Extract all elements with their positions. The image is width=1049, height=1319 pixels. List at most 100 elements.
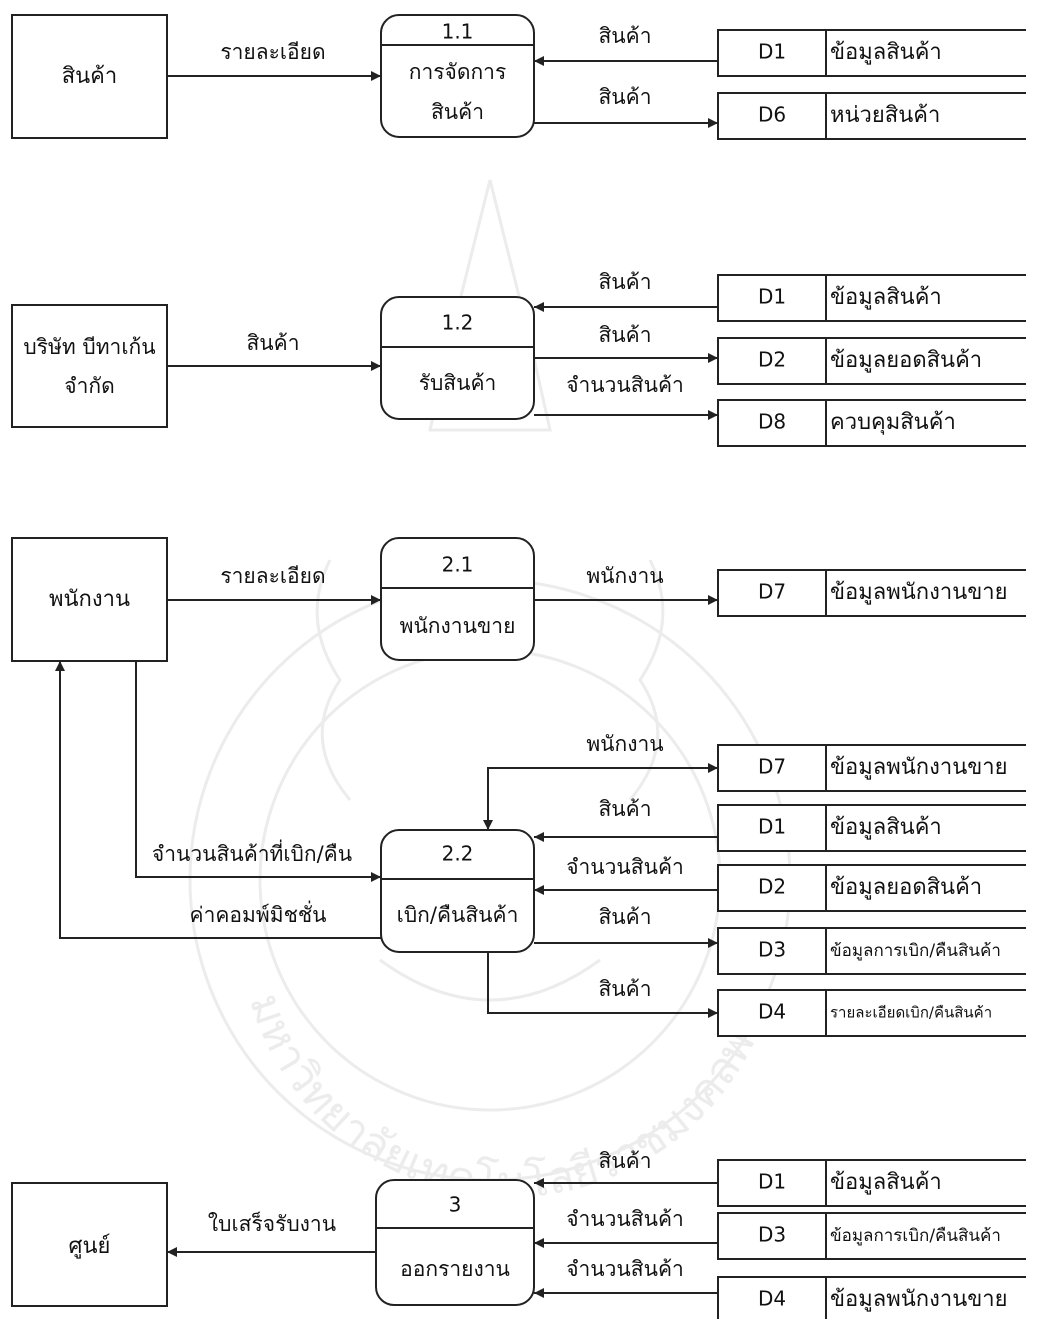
flow-label: พนักงาน xyxy=(586,732,663,756)
flow-label: สินค้า xyxy=(246,331,299,355)
data-store: D1 ข้อมูลสินค้า xyxy=(717,1159,1026,1207)
process-label: ออกรายงาน xyxy=(400,1257,510,1281)
external-entity-label: จำกัด xyxy=(64,374,114,398)
flow-lines xyxy=(55,56,718,1298)
data-store-code: D6 xyxy=(758,103,786,127)
data-store-name: ข้อมูลการเบิก/คืนสินค้า xyxy=(830,1226,1001,1246)
external-entity: ศูนย์ xyxy=(11,1182,168,1307)
data-store-code-box xyxy=(717,804,827,852)
external-entity-label: ศูนย์ xyxy=(69,1234,111,1259)
process-box xyxy=(375,1179,535,1306)
flow-label: สินค้า xyxy=(598,977,651,1001)
data-store-name: ข้อมูลพนักงานขาย xyxy=(830,755,1008,780)
flow-label: จำนวนสินค้า xyxy=(566,373,684,397)
process-box xyxy=(380,537,535,661)
flow-label: สินค้า xyxy=(598,797,651,821)
external-entity: พนักงาน xyxy=(11,537,168,662)
data-store-code: D1 xyxy=(758,1170,786,1194)
data-store-code-box xyxy=(717,989,827,1037)
data-store-code-box xyxy=(717,1212,827,1260)
external-entity-label: พนักงาน xyxy=(49,587,130,612)
data-store-code: D1 xyxy=(758,815,786,839)
data-store-code-box xyxy=(717,92,827,140)
flow-labels: รายละเอียดสินค้าสินค้าสินค้าสินค้าจำนวนส… xyxy=(152,24,684,1281)
data-store-code: D4 xyxy=(758,1287,786,1311)
data-store-code-box xyxy=(717,744,827,792)
diagram-shapes: สินค้าบริษัท บีทาเก้นจำกัดพนักงานศูนย์1.… xyxy=(11,14,1026,1319)
data-store: D2 ข้อมูลยอดสินค้า xyxy=(717,864,1026,912)
process-label: การจัดการ xyxy=(409,60,507,84)
data-store: D3 ข้อมูลการเบิก/คืนสินค้า xyxy=(717,927,1026,975)
data-store-code-box xyxy=(717,337,827,385)
flow-label: ใบเสร็จรับงาน xyxy=(208,1210,336,1236)
flow-arrow xyxy=(135,661,381,882)
external-entity-box xyxy=(11,14,168,139)
flow-label: จำนวนสินค้า xyxy=(566,1257,684,1281)
data-store-name: หน่วยสินค้า xyxy=(830,103,940,128)
data-store-code: D2 xyxy=(758,348,786,372)
data-store-name: ข้อมูลพนักงานขาย xyxy=(830,580,1008,605)
data-store: D7 ข้อมูลพนักงานขาย xyxy=(717,569,1026,617)
data-store-code: D1 xyxy=(758,285,786,309)
data-store-code: D2 xyxy=(758,875,786,899)
data-store-code: D3 xyxy=(758,938,786,962)
flow-arrow xyxy=(55,661,381,939)
process-box xyxy=(380,829,535,953)
process-number: 2.2 xyxy=(442,842,474,866)
flow-label: พนักงาน xyxy=(586,564,663,588)
data-store: D6 หน่วยสินค้า xyxy=(717,92,1026,140)
flow-label: สินค้า xyxy=(598,1149,651,1173)
flow-label: ค่าคอมพ์มิชชั่น xyxy=(190,900,327,927)
external-entity-box xyxy=(11,1182,168,1307)
data-store-code-box xyxy=(717,274,827,322)
flow-label: สินค้า xyxy=(598,85,651,109)
flow-label: รายละเอียด xyxy=(220,564,325,588)
external-entity-label: บริษัท บีทาเก้น xyxy=(23,335,155,359)
data-store-name: ควบคุมสินค้า xyxy=(830,410,956,435)
data-store-code: D8 xyxy=(758,410,786,434)
data-store-code-box xyxy=(717,29,827,77)
data-store: D8 ควบคุมสินค้า xyxy=(717,399,1026,447)
data-store-name: ข้อมูลสินค้า xyxy=(830,285,942,310)
data-store: D7 ข้อมูลพนักงานขาย xyxy=(717,744,1026,792)
flow-label: จำนวนสินค้า xyxy=(566,855,684,879)
flow-label: จำนวนสินค้า xyxy=(566,1207,684,1231)
external-entity: สินค้า xyxy=(11,14,168,139)
data-store: D4 ข้อมูลพนักงานขาย xyxy=(717,1276,1026,1319)
external-entity-label: สินค้า xyxy=(62,64,118,89)
data-store-name: รายละเอียดเบิก/คืนสินค้า xyxy=(830,1004,992,1022)
data-store-name: ข้อมูลสินค้า xyxy=(830,40,942,65)
data-store-code-box xyxy=(717,1159,827,1207)
data-store-name: ข้อมูลยอดสินค้า xyxy=(830,348,982,373)
data-store-name: ข้อมูลยอดสินค้า xyxy=(830,875,982,900)
process: 2.2 เบิก/คืนสินค้า xyxy=(380,829,535,953)
flow-label: รายละเอียด xyxy=(220,40,325,64)
process-number: 2.1 xyxy=(442,553,474,577)
external-entity-box xyxy=(11,304,168,428)
data-store-code: D4 xyxy=(758,1000,786,1024)
process-label: เบิก/คืนสินค้า xyxy=(397,903,519,927)
process-label: รับสินค้า xyxy=(419,371,497,395)
process: 1.2 รับสินค้า xyxy=(380,296,535,420)
process-number: 1.2 xyxy=(442,311,474,335)
data-store-name: ข้อมูลสินค้า xyxy=(830,1170,942,1195)
data-store: D3 ข้อมูลการเบิก/คืนสินค้า xyxy=(717,1212,1026,1260)
data-store-code: D7 xyxy=(758,755,786,779)
flow-label: สินค้า xyxy=(598,905,651,929)
process: 2.1พนักงานขาย xyxy=(380,537,535,661)
data-store-name: ข้อมูลพนักงานขาย xyxy=(830,1287,1008,1312)
data-store-code-box xyxy=(717,399,827,447)
data-store-code-box xyxy=(717,864,827,912)
data-store-code-box xyxy=(717,569,827,617)
data-store-name: ข้อมูลการเบิก/คืนสินค้า xyxy=(830,941,1001,961)
data-store-code: D1 xyxy=(758,40,786,64)
data-store-code: D3 xyxy=(758,1223,786,1247)
data-store-code: D7 xyxy=(758,580,786,604)
data-store: D1 ข้อมูลสินค้า xyxy=(717,274,1026,322)
flow-label: จำนวนสินค้าที่เบิก/คืน xyxy=(152,839,352,866)
external-entity-box xyxy=(11,537,168,662)
flow-label: สินค้า xyxy=(598,323,651,347)
flow-arrow xyxy=(487,952,718,1018)
data-store-code-box xyxy=(717,927,827,975)
